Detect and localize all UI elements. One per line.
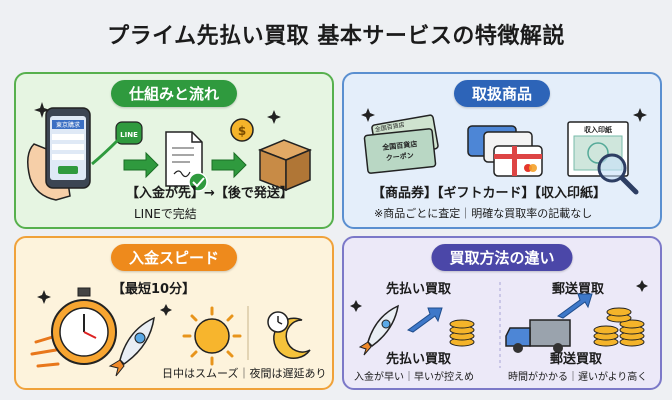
speed-illustration bbox=[30, 287, 311, 377]
prepay-caption: 入金が早い｜早いが控えめ bbox=[354, 372, 474, 383]
flow-caption-sub: LINEで完結 bbox=[134, 207, 197, 221]
delivery-truck-icon bbox=[505, 319, 571, 353]
panel-speed: 入金スピード 【最短10分】 bbox=[14, 236, 334, 390]
flow-caption-main: 【入金が先】→【後で発送】 bbox=[126, 186, 293, 201]
fastest-label: 【最短10分】 bbox=[112, 282, 196, 297]
products-caption-main: 【商品券】【ギフトカード】【収入印紙】 bbox=[372, 186, 607, 201]
mail-label-bottom: 郵送買取 bbox=[550, 352, 603, 367]
line-badge bbox=[115, 121, 143, 145]
mail-caption: 時間がかかる｜遅いがより高く bbox=[508, 372, 648, 383]
package-icon bbox=[257, 139, 313, 192]
page-title: プライム先払い買取 基本サービスの特徴解説 bbox=[107, 24, 565, 49]
panel-products: 取扱商品 全国百貨店 全国百貨店 クーポン 収入印紙 【 bbox=[342, 72, 662, 229]
sparkle-icon bbox=[37, 290, 51, 304]
rocket-icon bbox=[108, 316, 155, 377]
methods-heading: 買取方法の違い bbox=[431, 244, 573, 271]
arrow-icon bbox=[211, 151, 247, 179]
gift-certificate-icon bbox=[363, 114, 439, 174]
coin-icon: $ bbox=[230, 118, 254, 142]
svg-text:$: $ bbox=[238, 124, 246, 138]
sparkle-icon bbox=[350, 300, 362, 312]
phone-screen-label: 東京購求 bbox=[56, 121, 80, 129]
stamp-label: 収入印紙 bbox=[584, 125, 612, 134]
panel-flow: 仕組みと流れ 東京購求 LINE bbox=[14, 72, 334, 229]
sparkle-icon bbox=[633, 108, 647, 122]
rocket-icon bbox=[358, 304, 399, 356]
sparkle-icon bbox=[267, 110, 281, 124]
speed-caption: 日中はスムーズ｜夜間は遅延あり bbox=[162, 367, 327, 380]
sparkle-icon bbox=[34, 102, 50, 118]
coin-stack-icon bbox=[593, 307, 645, 347]
clock-icon bbox=[267, 311, 289, 333]
sparkle-icon bbox=[636, 280, 648, 292]
document-icon bbox=[165, 131, 203, 187]
sparkle-icon bbox=[160, 304, 172, 316]
flow-heading: 仕組みと流れ bbox=[110, 80, 238, 107]
coin-stack-icon bbox=[449, 319, 475, 347]
check-icon bbox=[188, 172, 208, 192]
flow-illustration: 東京購求 LINE $ bbox=[27, 102, 313, 201]
arrow-icon bbox=[556, 293, 593, 319]
prepay-label-bottom: 先払い買取 bbox=[386, 352, 452, 367]
magnifier-icon bbox=[597, 153, 639, 195]
products-illustration: 全国百貨店 全国百貨店 クーポン 収入印紙 bbox=[361, 108, 647, 195]
stopwatch-icon bbox=[30, 287, 117, 368]
prepay-label-top: 先払い買取 bbox=[386, 282, 452, 297]
card-front-line1: 全国百貨店 bbox=[381, 139, 418, 152]
line-badge-label: LINE bbox=[120, 131, 138, 139]
arrow-icon bbox=[123, 151, 159, 179]
mail-label-top: 郵送買取 bbox=[552, 282, 605, 297]
arrow-icon bbox=[406, 307, 443, 333]
smartphone-icon bbox=[45, 107, 91, 189]
sun-icon bbox=[182, 306, 242, 366]
card-front-line2: クーポン bbox=[385, 151, 414, 163]
methods-illustration bbox=[350, 280, 648, 368]
panel-methods: 買取方法の違い 先払い買取 郵送買取 bbox=[342, 236, 662, 390]
speed-heading: 入金スピード bbox=[110, 244, 238, 271]
gift-card-icon bbox=[467, 125, 543, 177]
products-heading: 取扱商品 bbox=[453, 80, 551, 107]
sparkle-icon bbox=[361, 108, 375, 122]
products-caption-sub: ※商品ごとに査定｜明確な買取率の記載なし bbox=[374, 207, 593, 220]
